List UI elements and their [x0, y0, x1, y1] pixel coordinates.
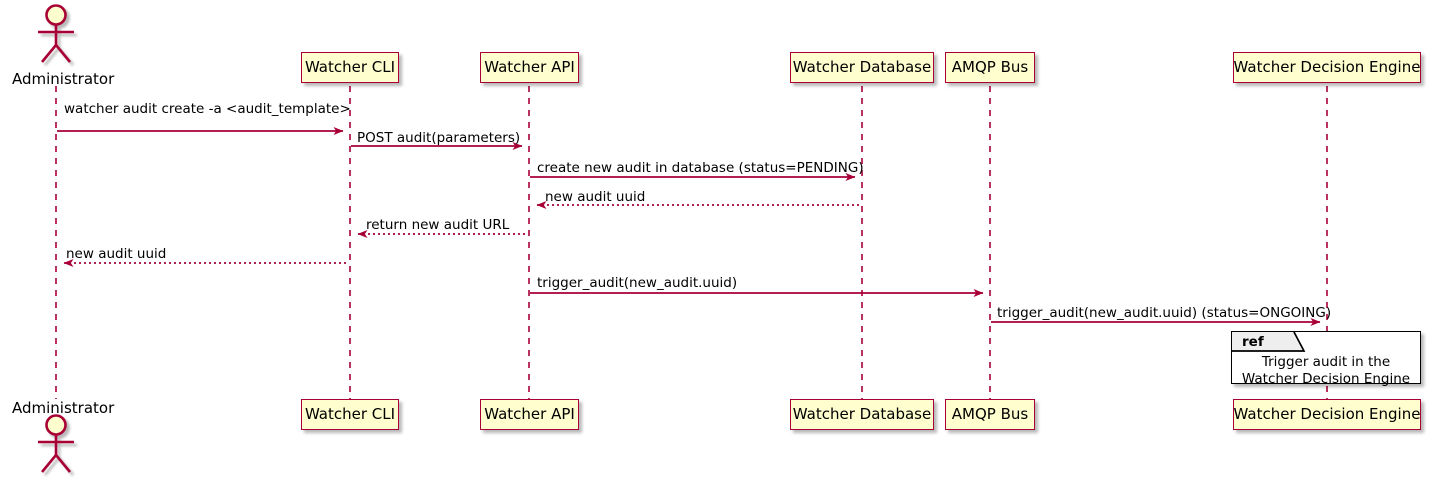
participant-box-watcher-api-bottom[interactable]: Watcher API	[480, 399, 579, 430]
message-label-trigger-audit-wde: trigger_audit(new_audit.uuid) (status=ON…	[997, 305, 1332, 321]
participant-label: Watcher API	[484, 58, 575, 76]
message-arrows	[57, 127, 1321, 326]
ref-fragment-tab	[1232, 332, 1304, 351]
participant-box-watcher-cli-top[interactable]: Watcher CLI	[301, 52, 399, 83]
actor-administrator-top-icon	[38, 4, 74, 63]
participant-label: Watcher Database	[792, 405, 932, 423]
participant-box-watcher-cli-bottom[interactable]: Watcher CLI	[301, 399, 399, 430]
ref-fragment-body: Trigger audit in the Watcher Decision En…	[1232, 354, 1420, 388]
message-label-create-new-audit: create new audit in database (status=PEN…	[537, 160, 864, 176]
ref-fragment-line-1: Trigger audit in the	[1261, 354, 1391, 370]
actor-label-administrator-bottom: Administrator	[12, 399, 115, 417]
participant-box-amqp-bus-top[interactable]: AMQP Bus	[945, 52, 1035, 83]
participant-label: Watcher CLI	[304, 58, 396, 76]
message-label-post-audit: POST audit(parameters)	[357, 130, 521, 146]
lifelines	[55, 86, 1328, 399]
participant-label: AMQP Bus	[951, 405, 1029, 423]
message-label-new-audit-uuid-db: new audit uuid	[545, 189, 646, 205]
actor-administrator-bottom-icon	[38, 414, 74, 473]
participant-label: Watcher API	[484, 405, 575, 423]
ref-fragment-title: ref	[1242, 334, 1264, 350]
participant-box-watcher-database-top[interactable]: Watcher Database	[790, 52, 934, 83]
participant-label: Watcher Database	[792, 58, 932, 76]
actor-label-administrator-top: Administrator	[12, 70, 115, 88]
participant-label: Watcher CLI	[304, 405, 396, 423]
message-label-watcher-audit-create: watcher audit create -a <audit_template>	[64, 101, 351, 117]
participant-label: Watcher Decision Engine	[1233, 405, 1421, 423]
ref-fragment-line-2: Watcher Decision Engine	[1241, 371, 1411, 387]
message-label-return-new-audit-url: return new audit URL	[366, 217, 510, 233]
message-label-trigger-audit-amqp: trigger_audit(new_audit.uuid)	[537, 275, 738, 291]
participant-box-watcher-database-bottom[interactable]: Watcher Database	[790, 399, 934, 430]
participant-label: AMQP Bus	[951, 58, 1029, 76]
ref-fragment[interactable]: ref Trigger audit in the Watcher Decisio…	[1231, 331, 1421, 387]
participant-box-amqp-bus-bottom[interactable]: AMQP Bus	[945, 399, 1035, 430]
participant-box-watcher-api-top[interactable]: Watcher API	[480, 52, 579, 83]
participant-box-watcher-decision-engine-bottom[interactable]: Watcher Decision Engine	[1233, 399, 1421, 430]
participant-box-watcher-decision-engine-top[interactable]: Watcher Decision Engine	[1233, 52, 1421, 83]
participant-label: Watcher Decision Engine	[1233, 58, 1421, 76]
ref-fragment-tab-outline	[1232, 331, 1306, 352]
message-label-new-audit-uuid-admin: new audit uuid	[66, 246, 167, 262]
